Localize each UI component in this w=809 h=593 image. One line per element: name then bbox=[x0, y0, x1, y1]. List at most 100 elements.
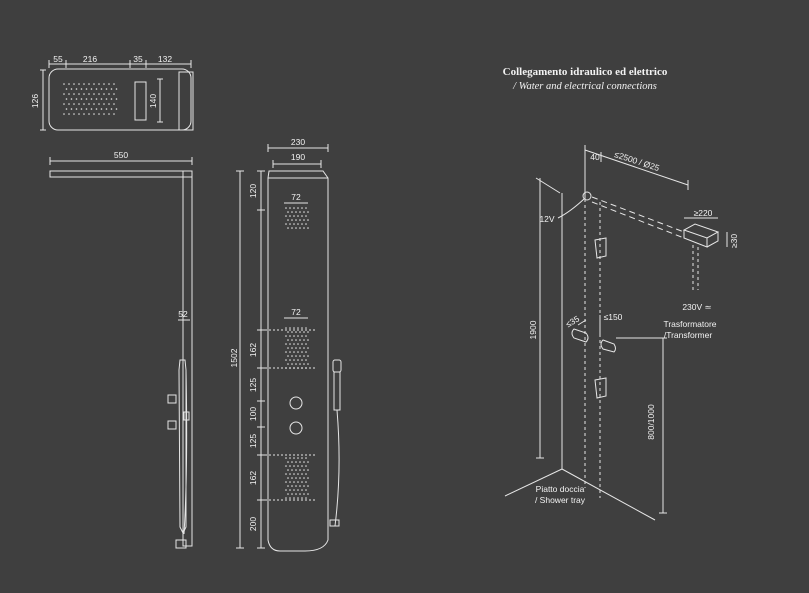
jet-dot bbox=[103, 103, 105, 105]
front-view-jets-bottom bbox=[285, 457, 309, 499]
diagram-subtitle: / Water and electrical connections bbox=[512, 81, 657, 92]
jet-dot bbox=[289, 223, 291, 225]
jet-dot bbox=[307, 219, 309, 221]
dim-front-120: 120 bbox=[248, 184, 258, 198]
jet-dot bbox=[113, 113, 115, 115]
jet-dot bbox=[100, 108, 103, 110]
jet-dot bbox=[301, 489, 303, 491]
jet-dot bbox=[285, 207, 287, 209]
jet-dot bbox=[100, 88, 103, 90]
cable-12v bbox=[557, 198, 585, 219]
jet-dot bbox=[83, 93, 85, 95]
front-view-hand-shower-grip bbox=[333, 371, 341, 411]
jet-dot bbox=[285, 351, 287, 353]
front-view-hose-connector bbox=[329, 519, 340, 527]
side-view bbox=[49, 157, 193, 549]
jet-dot bbox=[299, 211, 301, 213]
jet-dot bbox=[110, 108, 113, 110]
connections-view bbox=[504, 145, 728, 521]
jet-dot bbox=[301, 335, 303, 337]
jet-dot bbox=[299, 227, 301, 229]
front-view-thermostat-knob[interactable] bbox=[289, 396, 303, 410]
jet-dot bbox=[287, 347, 289, 349]
side-view-foot bbox=[175, 539, 187, 549]
jet-dot bbox=[291, 461, 293, 463]
label-transformer-en: /Transformer bbox=[664, 330, 713, 340]
dim-front-200: 200 bbox=[248, 517, 258, 531]
dim-conn-220: ≥220 bbox=[694, 208, 713, 218]
jet-dot bbox=[110, 98, 113, 100]
jet-dot bbox=[307, 485, 309, 487]
dim-front-230: 230 bbox=[291, 137, 305, 147]
jet-dot bbox=[297, 465, 299, 467]
water-pipe-1 bbox=[571, 328, 589, 343]
dim-front-72-mid: 72 bbox=[291, 307, 301, 317]
jet-dot bbox=[293, 207, 295, 209]
jet-dot bbox=[103, 83, 105, 85]
jet-dot bbox=[307, 355, 309, 357]
jet-dot bbox=[70, 108, 73, 110]
jet-dot bbox=[299, 355, 301, 357]
jet-dot bbox=[305, 327, 307, 329]
jet-dot bbox=[305, 207, 307, 209]
jet-dot bbox=[291, 211, 293, 213]
jet-dot bbox=[105, 88, 108, 90]
jet-dot bbox=[80, 88, 83, 90]
jet-dot bbox=[303, 485, 305, 487]
jet-dot bbox=[291, 363, 293, 365]
jet-dot bbox=[110, 88, 113, 90]
jet-dot bbox=[305, 465, 307, 467]
jet-dot bbox=[295, 461, 297, 463]
jet-dot bbox=[293, 473, 295, 475]
jet-dot bbox=[299, 331, 301, 333]
dim-conn-35: ≤35 bbox=[564, 313, 581, 329]
jet-dot bbox=[301, 343, 303, 345]
dim-top-216: 216 bbox=[83, 54, 97, 64]
jet-dot bbox=[299, 219, 301, 221]
floor-line-left bbox=[504, 468, 563, 497]
side-view-knob-1 bbox=[167, 394, 177, 404]
jet-dot bbox=[301, 215, 303, 217]
jet-dot bbox=[297, 497, 299, 499]
jet-dot bbox=[295, 485, 297, 487]
jet-dot bbox=[297, 207, 299, 209]
wall-bracket-top bbox=[594, 237, 607, 259]
jet-dot bbox=[307, 211, 309, 213]
jet-dot bbox=[303, 355, 305, 357]
jet-dot bbox=[75, 108, 78, 110]
jet-dot bbox=[293, 351, 295, 353]
jet-dot bbox=[305, 473, 307, 475]
label-transformer-it: Trasformatore bbox=[663, 319, 716, 329]
jet-dot bbox=[287, 477, 289, 479]
jet-dot bbox=[285, 327, 287, 329]
jet-dot bbox=[291, 331, 293, 333]
jet-dot bbox=[75, 98, 78, 100]
jet-dot bbox=[301, 207, 303, 209]
jet-dot bbox=[108, 83, 110, 85]
jet-dot bbox=[295, 477, 297, 479]
jet-dot bbox=[108, 113, 110, 115]
jet-dot bbox=[98, 93, 100, 95]
jet-dot bbox=[297, 457, 299, 459]
jet-dot bbox=[307, 331, 309, 333]
jet-dot bbox=[307, 363, 309, 365]
jet-dot bbox=[83, 113, 85, 115]
jet-dot bbox=[115, 88, 118, 90]
jet-dot bbox=[297, 223, 299, 225]
dim-front-100: 100 bbox=[248, 407, 258, 421]
top-view-control-slot bbox=[134, 81, 147, 121]
wall-bracket-bottom bbox=[594, 377, 607, 399]
jet-dot bbox=[287, 331, 289, 333]
front-view-diverter-knob[interactable] bbox=[289, 421, 303, 435]
jet-dot bbox=[301, 351, 303, 353]
jet-dot bbox=[289, 457, 291, 459]
jet-dot bbox=[305, 497, 307, 499]
jet-dot bbox=[289, 327, 291, 329]
jet-dot bbox=[297, 335, 299, 337]
front-view-hand-shower-head bbox=[332, 359, 342, 373]
connection-point bbox=[582, 191, 592, 201]
jet-dot bbox=[289, 473, 291, 475]
dim-top-126: 126 bbox=[30, 94, 40, 108]
label-tray-en: / Shower tray bbox=[535, 495, 586, 505]
jet-dot bbox=[73, 103, 75, 105]
